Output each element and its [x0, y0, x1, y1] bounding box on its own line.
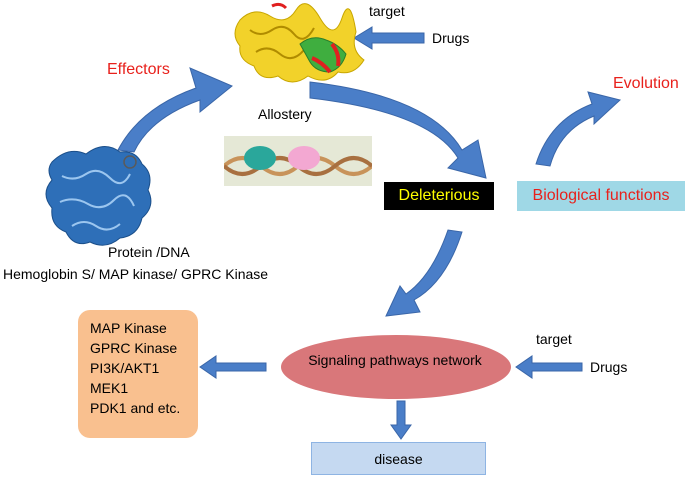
allosteric-protein-structure-image — [234, 2, 365, 83]
effectors-label: Effectors — [107, 61, 170, 78]
biological-functions-box: Biological functions — [517, 181, 685, 211]
kinase-item: MAP Kinase — [90, 320, 167, 336]
drugs-bottom-arrow — [515, 355, 583, 379]
kinase-item: MEK1 — [90, 380, 129, 396]
kinase-item: GPRC Kinase — [90, 340, 178, 356]
signaling-to-kinases-arrow — [199, 355, 267, 379]
signaling-ellipse — [281, 335, 511, 399]
target-bottom-label: target — [536, 331, 572, 347]
signaling-pathways-label: Signaling pathways network — [308, 352, 482, 368]
drugs-top-arrow — [353, 26, 425, 50]
effectors-arrow — [117, 67, 233, 153]
target-top-label: target — [369, 3, 405, 19]
drugs-bottom-label: Drugs — [590, 359, 628, 375]
kinase-item: PI3K/AKT1 — [90, 360, 160, 376]
kinase-item: PDK1 and etc. — [90, 400, 181, 416]
protein-examples-label: Hemoglobin S/ MAP kinase/ GPRC Kinase — [3, 266, 269, 282]
deleterious-label: Deleterious — [398, 187, 480, 204]
evolution-label: Evolution — [613, 75, 679, 92]
allostery-dna-image — [222, 136, 374, 186]
biological-functions-label: Biological functions — [532, 187, 670, 204]
protein-dna-label: Protein /DNA — [108, 244, 190, 260]
allostery-to-deleterious-arrow — [309, 81, 487, 179]
signaling-to-disease-arrow — [390, 400, 412, 440]
allostery-label: Allostery — [258, 106, 312, 122]
kinase-list-box: MAP Kinase GPRC Kinase PI3K/AKT1 MEK1 PD… — [78, 310, 198, 438]
deleterious-to-signaling-arrow — [385, 229, 463, 317]
deleterious-box: Deleterious — [384, 182, 494, 210]
drugs-top-label: Drugs — [432, 30, 470, 46]
disease-label: disease — [374, 450, 423, 467]
protein-dna-structure-image — [45, 146, 152, 246]
disease-box: disease — [311, 442, 486, 475]
dna-helix-illustration — [222, 146, 374, 176]
evolution-arrow — [535, 91, 622, 167]
